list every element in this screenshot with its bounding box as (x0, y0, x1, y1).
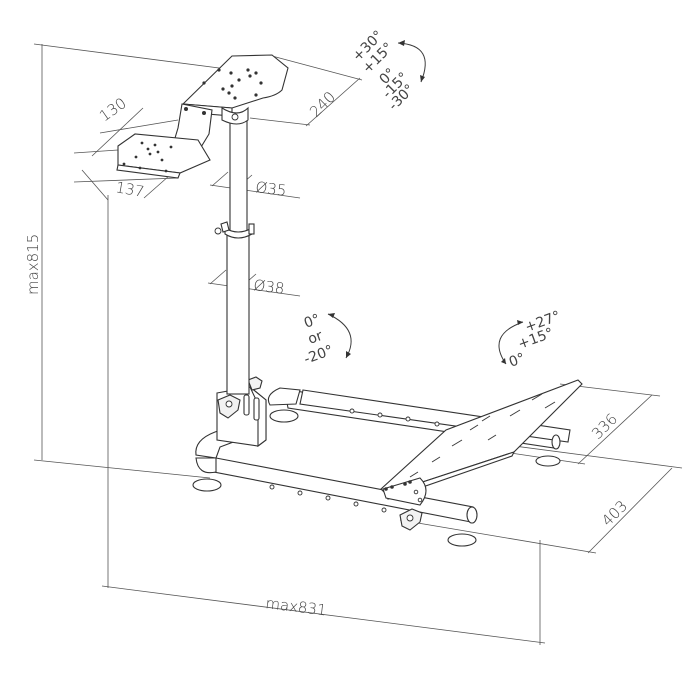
locking-knob (399, 508, 423, 531)
wheel-plate-angle-annotation: +30° +15° 0° -15° -30° (350, 28, 426, 114)
length-label: max831 (265, 594, 328, 619)
column-bracket (216, 376, 267, 448)
base-width-label: 403 (598, 497, 631, 530)
upper-tube (229, 117, 248, 235)
angle-label: -20° (302, 343, 336, 368)
lower-tube (226, 231, 250, 395)
foot (535, 455, 561, 467)
height-dimension: max815 (24, 43, 251, 479)
wheel-plate-width-label: 240 (306, 88, 339, 121)
angle-label: 0° (302, 311, 322, 331)
rotation-arrow-icon (397, 42, 426, 83)
shifter-width-label: 137 (114, 178, 145, 201)
angle-label: or (306, 328, 325, 348)
foot (269, 409, 299, 423)
locking-knob (247, 376, 263, 391)
rotation-arrow-icon (498, 321, 524, 365)
height-label: max815 (24, 234, 42, 295)
foot (447, 533, 477, 547)
angle-label: 0° (507, 350, 527, 370)
upper-tube-diameter-label: Ø35 (255, 178, 288, 200)
tube-clamp (214, 221, 255, 239)
shifter-mount-plate (116, 103, 213, 179)
pedal-slots (409, 393, 556, 478)
pedal-plate (380, 379, 583, 506)
adjustment-holes (269, 408, 440, 513)
mounting-holes (202, 68, 263, 100)
lower-tube-diameter-label: Ø38 (253, 276, 286, 298)
pedal-plate-width-label: 336 (588, 410, 621, 443)
mounting-holes (122, 141, 173, 173)
foot (192, 478, 222, 492)
shifter-depth-label: 130 (96, 94, 130, 125)
column (214, 117, 255, 395)
locking-knob (217, 394, 241, 419)
column-tilt-angle-annotation: 0° or -20° (302, 311, 352, 368)
pedal-plate-angle-annotation: +27° +15° 0° (498, 308, 563, 371)
tube-diameter-dimensions: Ø35 Ø38 (207, 171, 301, 298)
